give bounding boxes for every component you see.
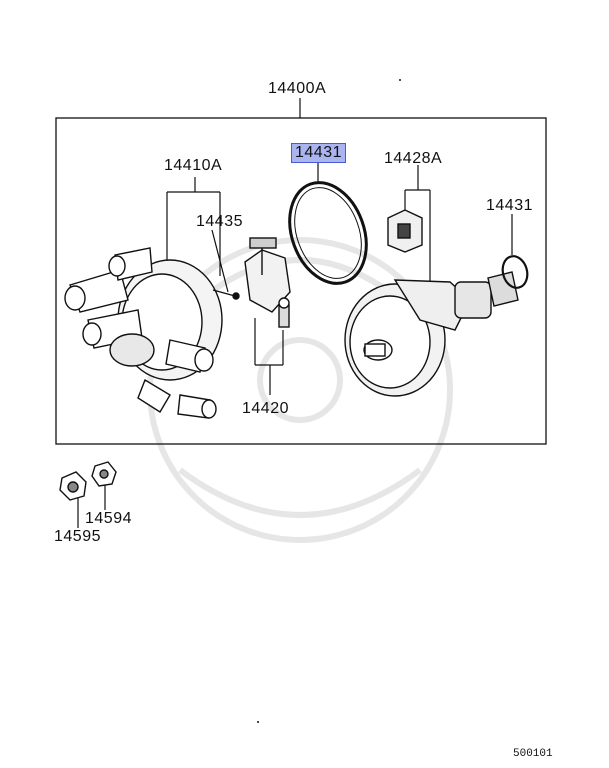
distributor-housing [344, 271, 519, 397]
o-ring-small [501, 255, 529, 289]
label-cap: 14410A [164, 157, 223, 174]
label-module: 14428A [384, 150, 443, 167]
nut-14594 [91, 461, 117, 487]
label-nut-b: 14595 [54, 528, 101, 545]
label-o-ring-right: 14431 [486, 197, 533, 214]
label-o-ring-highlighted: 14431 [291, 143, 346, 163]
label-nut-a: 14594 [85, 510, 132, 527]
rotor-part [244, 237, 291, 328]
ignition-module [387, 209, 423, 253]
label-rotor-seal: 14435 [196, 213, 243, 230]
label-assembly: 14400A [268, 80, 327, 97]
nut-14595 [59, 471, 87, 501]
assembly-frame [55, 117, 547, 445]
label-rotor: 14420 [242, 400, 289, 417]
footer-code: 500101 [513, 748, 553, 760]
distributor-cap [64, 247, 240, 419]
o-ring-large [288, 181, 368, 285]
